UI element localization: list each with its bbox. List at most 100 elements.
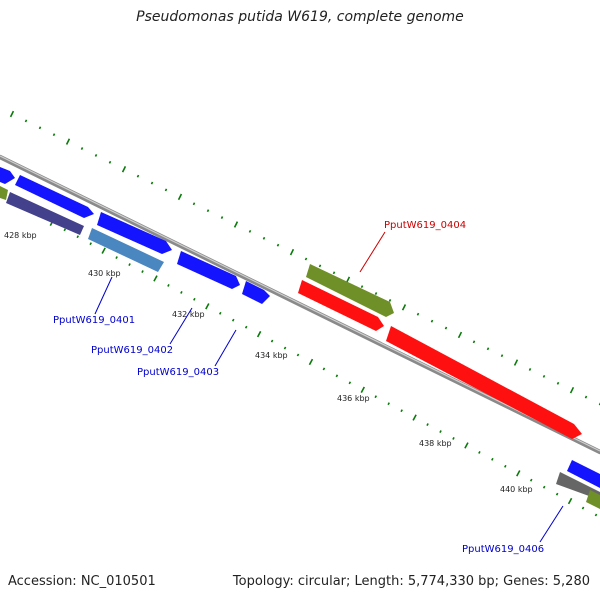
tick-mark [76, 235, 80, 239]
tick-mark [322, 367, 326, 371]
tick-mark [504, 464, 507, 468]
tick-mark [401, 304, 407, 311]
tick-mark [513, 359, 519, 366]
gene-arrow-indigo[interactable] [6, 192, 84, 235]
topology-label: Topology: circular; Length: 5,774,330 bp… [232, 574, 590, 589]
tick-mark [65, 138, 71, 145]
gene-arrow-red[interactable] [298, 280, 384, 331]
gene-arrow-olive[interactable] [0, 186, 8, 200]
tick-label: 440 kbp [500, 485, 533, 494]
tick-label: 430 kbp [88, 269, 121, 278]
tick-mark [348, 381, 352, 385]
tick-mark [94, 153, 98, 157]
gene-arrow-blue[interactable] [0, 167, 15, 184]
tick-mark [128, 263, 131, 267]
tick-mark [542, 374, 546, 378]
tick-mark [283, 346, 287, 350]
tick-mark [472, 340, 476, 344]
tick-mark [89, 242, 92, 246]
tick-mark [439, 430, 442, 433]
tick-label: 428 kbp [4, 231, 37, 240]
gene-arrow-blue[interactable] [177, 251, 240, 289]
tick-mark [177, 193, 183, 201]
tick-mark [555, 492, 559, 496]
outer-tick-ring [9, 110, 600, 406]
tick-mark [452, 437, 455, 440]
tick-mark [374, 292, 378, 295]
tick-mark [569, 386, 575, 394]
tick-mark [374, 395, 378, 399]
tick-mark [205, 303, 210, 310]
tick-mark [206, 209, 210, 213]
tick-mark [136, 174, 140, 178]
gene-arrow-olive[interactable] [306, 264, 394, 317]
gene-arrow-blue[interactable] [97, 212, 172, 254]
tick-mark [416, 312, 420, 316]
tick-mark [108, 160, 112, 164]
tick-mark [332, 271, 336, 275]
tick-mark [153, 275, 158, 282]
genome-backbone [0, 154, 600, 455]
tick-mark [121, 166, 127, 173]
label-leaders [94, 231, 564, 543]
tick-mark [276, 243, 280, 247]
tick-mark [262, 236, 266, 240]
gene-labels: PputW619_0401 PputW619_0402 PputW619_040… [53, 220, 544, 555]
tick-mark [335, 374, 339, 378]
tick-mark [387, 402, 390, 406]
tick-mark [412, 414, 417, 421]
tick-mark [567, 497, 573, 505]
tick-mark [584, 395, 588, 399]
tick-mark [141, 270, 144, 273]
gene-label-0404[interactable]: PputW619_0404 [384, 220, 466, 231]
tick-mark [52, 133, 56, 137]
tick-mark [457, 331, 463, 339]
tick-mark [444, 326, 448, 330]
gene-label-0401[interactable]: PputW619_0401 [53, 315, 135, 326]
tick-mark [529, 478, 533, 482]
tick-mark [101, 247, 106, 254]
tick-mark [296, 353, 300, 357]
gene-label-0406[interactable]: PputW619_0406 [462, 544, 544, 555]
tick-mark [556, 381, 560, 385]
tick-mark [150, 181, 154, 185]
tick-mark [430, 319, 434, 323]
gene-arrow-red[interactable] [386, 326, 582, 439]
gene-track [0, 167, 600, 509]
tick-mark [244, 325, 248, 329]
tick-mark [164, 188, 168, 192]
tick-mark [233, 221, 239, 228]
tick-mark [231, 318, 235, 322]
tick-label: 434 kbp [255, 351, 288, 360]
tick-mark [63, 228, 67, 232]
tick-mark [167, 283, 170, 287]
gene-label-0403[interactable]: PputW619_0403 [137, 367, 219, 378]
tick-mark [220, 216, 224, 220]
gene-arrow-olive[interactable] [586, 490, 600, 509]
tick-mark [38, 126, 42, 130]
tick-mark [360, 386, 366, 393]
gene-label-0402[interactable]: PputW619_0402 [91, 345, 173, 356]
tick-label: 436 kbp [337, 394, 370, 403]
tick-mark [486, 347, 490, 351]
tick-label: 438 kbp [419, 439, 452, 448]
tick-mark [581, 506, 585, 510]
inner-tick-ring [0, 191, 598, 517]
tick-mark [360, 285, 364, 289]
tick-mark [192, 202, 196, 206]
tick-mark [516, 470, 521, 477]
accession-label: Accession: NC_010501 [8, 574, 156, 589]
gene-arrow-blue[interactable] [242, 281, 270, 304]
tick-mark [80, 147, 84, 150]
tick-mark [304, 257, 308, 261]
gene-arrow-blue[interactable] [15, 175, 94, 218]
map-title: Pseudomonas putida W619, complete genome [136, 9, 464, 25]
tick-mark [289, 248, 295, 256]
gene-arrow-steel[interactable] [88, 228, 164, 272]
tick-mark [400, 409, 403, 413]
tick-mark [388, 298, 392, 302]
tick-mark [478, 450, 481, 454]
tick-mark [318, 264, 322, 268]
gene-arrow-blue[interactable] [567, 460, 600, 488]
